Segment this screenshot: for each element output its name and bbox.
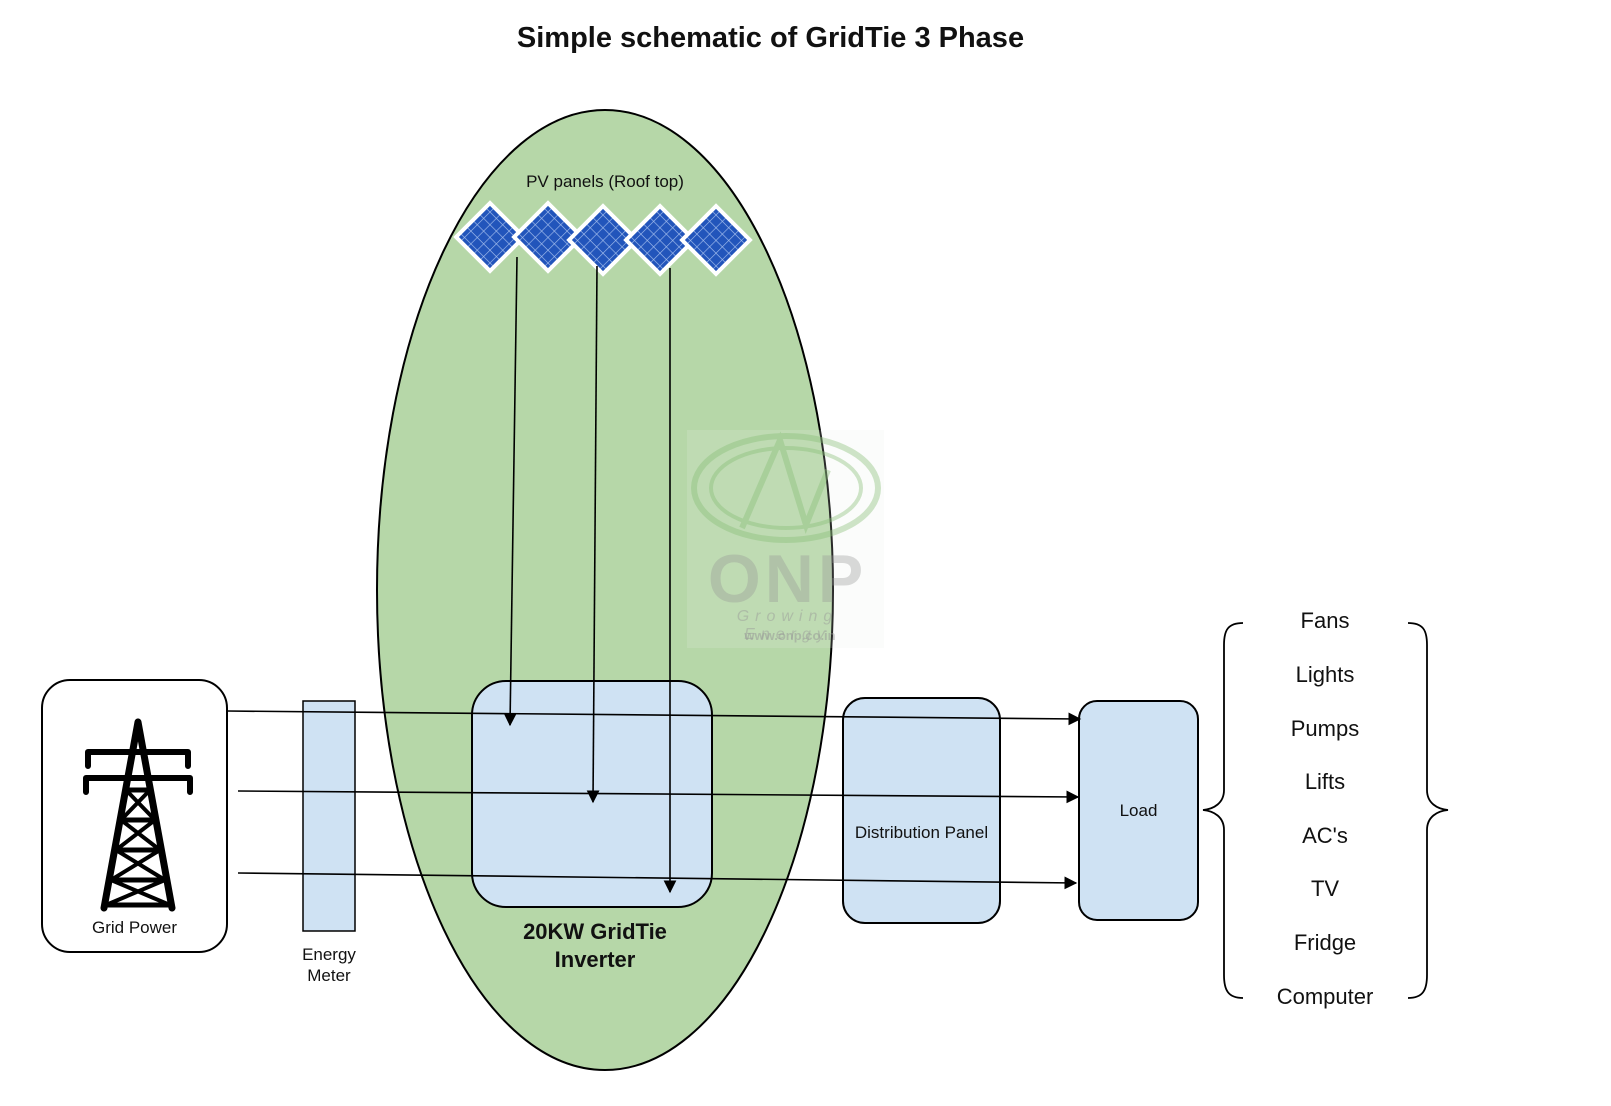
grid-power-label: Grid Power [91, 918, 178, 937]
energy-meter-label: Energy Meter [302, 945, 356, 985]
load-item: Pumps [1290, 716, 1360, 741]
load-list-right-brace [1407, 622, 1449, 999]
load-item: TV [1310, 876, 1340, 901]
load-box [1078, 700, 1199, 921]
energy-meter-box [302, 700, 356, 932]
load-item: Lights [1295, 662, 1355, 687]
load-item: AC's [1302, 823, 1348, 848]
solar-panel-icon [453, 200, 753, 277]
load-item: Lifts [1304, 769, 1346, 794]
onp-watermark-logo [687, 430, 884, 648]
phase-line-2 [237, 790, 1080, 804]
load-item: Fans [1300, 608, 1350, 633]
diagram-title: Simple schematic of GridTie 3 Phase [516, 22, 1025, 54]
inverter-label: 20KW GridTie Inverter [523, 919, 667, 972]
distribution-panel-box [842, 697, 1001, 924]
phase-line-1 [226, 710, 1082, 726]
phase-lines [226, 710, 1082, 890]
load-item: Computer [1276, 984, 1374, 1009]
watermark-url: www.onp.co.in [744, 628, 836, 643]
load-list-left-brace [1202, 622, 1244, 999]
load-item: Fridge [1293, 930, 1357, 955]
distribution-panel-label: Distribution Panel [854, 823, 989, 842]
pv-feed-1 [503, 256, 518, 727]
pv-panels-label: PV panels (Roof top) [526, 172, 684, 191]
grid-power-box [41, 679, 228, 953]
pv-feed-lines [503, 256, 677, 894]
pv-feed-2 [586, 265, 600, 804]
watermark-brand: ONP [707, 541, 868, 617]
watermark-tagline: Growing Energy [736, 608, 839, 643]
load-label: Load [1119, 801, 1158, 820]
phase-line-3 [237, 872, 1078, 890]
transmission-tower-icon [83, 718, 193, 912]
